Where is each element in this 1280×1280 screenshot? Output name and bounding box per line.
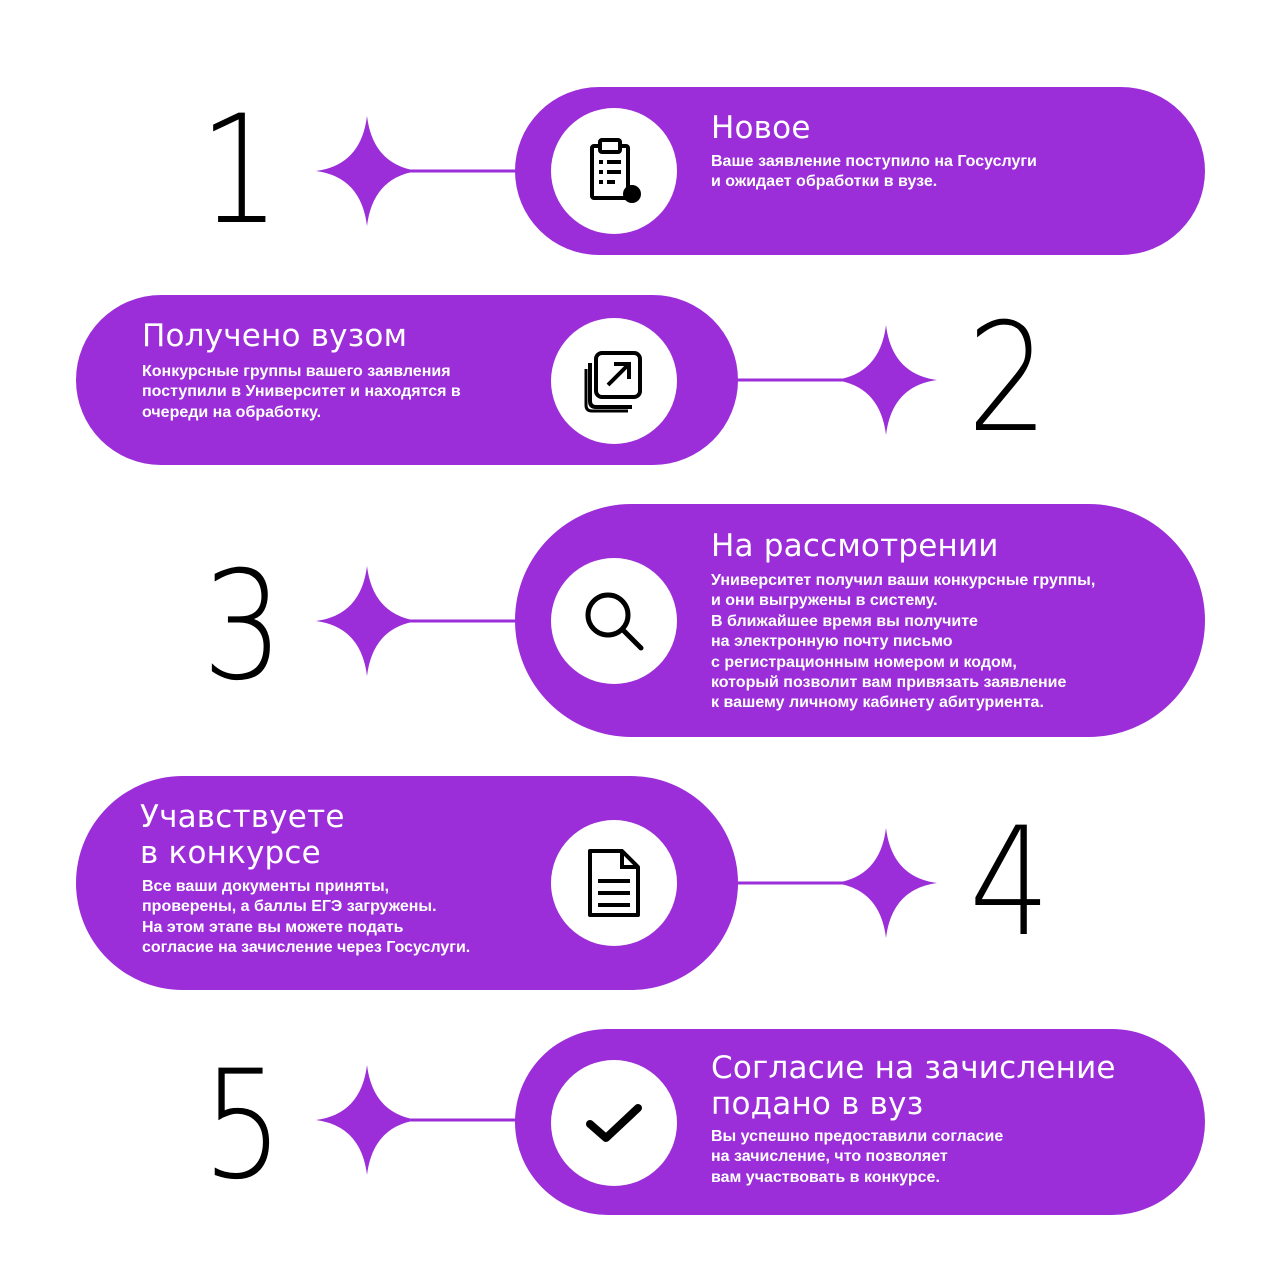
step-1-icon-circle	[551, 108, 677, 234]
step-5-title: Согласие на зачисление подано в вуз	[711, 1050, 1116, 1122]
step-5-description: Вы успешно предоставили согласие на зачи…	[711, 1128, 1004, 1186]
step-5-icon-circle	[551, 1060, 677, 1186]
step-5-number: 5	[202, 1039, 284, 1213]
checkmark-icon	[586, 1104, 642, 1142]
clipboard-list-icon	[590, 138, 641, 203]
step-2-description: Конкурсные группы вашего заявления посту…	[142, 363, 461, 421]
step-2-title: Получено вузом	[142, 318, 408, 354]
step-4-icon-circle	[551, 820, 677, 946]
step-4-number: 4	[969, 796, 1051, 970]
step-2-icon-circle	[551, 318, 677, 444]
step-2-connector	[736, 325, 937, 435]
step-3-title: На рассмотрении	[711, 528, 999, 564]
external-link-stack-icon	[584, 351, 642, 413]
step-3-description: Университет получил ваши конкурсные груп…	[711, 572, 1096, 712]
step-1-number: 1	[199, 84, 281, 258]
step-3-connector	[316, 566, 520, 676]
search-icon	[585, 592, 644, 651]
step-5-connector	[316, 1065, 520, 1175]
step-1-description: Ваше заявление поступило на Госуслуги и …	[711, 153, 1037, 191]
step-3-number: 3	[202, 540, 284, 714]
step-1-title: Новое	[711, 110, 811, 146]
step-2-number: 2	[967, 292, 1049, 466]
step-3-icon-circle	[551, 558, 677, 684]
step-1-connector	[316, 116, 520, 226]
document-icon	[588, 849, 640, 917]
step-4-connector	[736, 828, 937, 938]
step-4-title: Учавствуете в конкурсе	[140, 799, 345, 871]
step-4-description: Все ваши документы приняты, проверены, а…	[142, 878, 471, 957]
